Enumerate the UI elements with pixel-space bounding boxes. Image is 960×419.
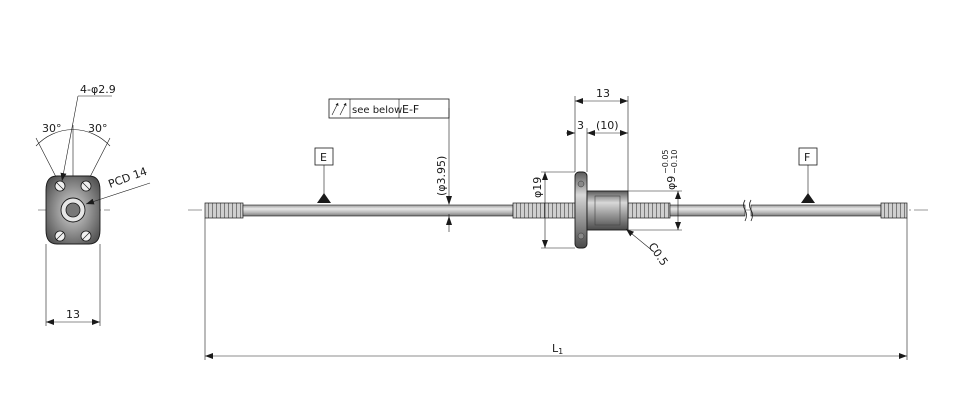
hole-spec-leader: [60, 95, 79, 182]
datum-f-box: [798, 147, 818, 166]
angle-right-label: 30°: [88, 122, 108, 135]
flange-hole-top: [577, 180, 585, 188]
chamfer-label: C0.5: [646, 240, 671, 268]
overall-length-sub: 1: [558, 347, 563, 356]
pcd-leader: [85, 182, 151, 205]
right-end-thread: [880, 202, 908, 219]
hole-cross-1: [55, 181, 65, 191]
shaft-left: [242, 204, 514, 217]
left-thread: [204, 202, 244, 219]
nut-length-label: 13: [596, 87, 610, 100]
nut-body-inner: [594, 195, 621, 226]
nut-dia-tol-lower: −0.10: [670, 149, 679, 174]
overall-length-main: L: [552, 342, 559, 355]
nut-body: [586, 190, 629, 231]
datum-f-label: F: [804, 151, 810, 164]
hole-cross-3: [55, 231, 65, 241]
shaft-dia-label: (φ3.95): [435, 156, 448, 196]
break-mark-left: [743, 199, 747, 222]
hole-cross-2: [81, 181, 91, 191]
datum-f-triangle: [801, 193, 815, 203]
tolerance-datum-ref: E-F: [402, 103, 419, 116]
side-view: E F see below E-F (φ3.95) φ19 13: [188, 87, 928, 360]
nut-body-label: (10): [596, 119, 619, 132]
hole-cross-4: [81, 231, 91, 241]
flange-hole-bottom: [577, 232, 585, 240]
datum-e-box: [314, 147, 334, 166]
nut-bore-inner: [65, 202, 81, 218]
runout-icon: [331, 102, 347, 116]
width-label: 13: [66, 308, 80, 321]
datum-e-triangle: [317, 193, 331, 203]
tolerance-arrow-top: [446, 196, 452, 205]
flange-dia-label: φ19: [531, 177, 544, 198]
angle-left-label: 30°: [42, 122, 62, 135]
nut-dia-label: φ9: [665, 176, 678, 190]
flange-thk-label: 3: [577, 119, 584, 132]
datum-e-label: E: [320, 151, 327, 164]
hole-spec-label: 4-φ2.9: [80, 83, 116, 96]
pcd-label: PCD 14: [107, 165, 149, 191]
tolerance-arrow-bottom: [446, 216, 452, 225]
right-nut-thread: [627, 202, 671, 219]
shaft-right-a: [669, 204, 746, 217]
overall-length-label: L1: [552, 342, 563, 356]
tolerance-note: see below: [352, 105, 402, 116]
break-mark-right: [749, 199, 753, 222]
chamfer-leader: [625, 228, 655, 253]
shaft-right-b: [750, 204, 882, 217]
middle-thread: [512, 202, 576, 219]
end-view: 4-φ2.9 30° 30° PCD 14 13: [35, 83, 151, 326]
nut-dia-tol-upper: −0.05: [661, 149, 670, 174]
